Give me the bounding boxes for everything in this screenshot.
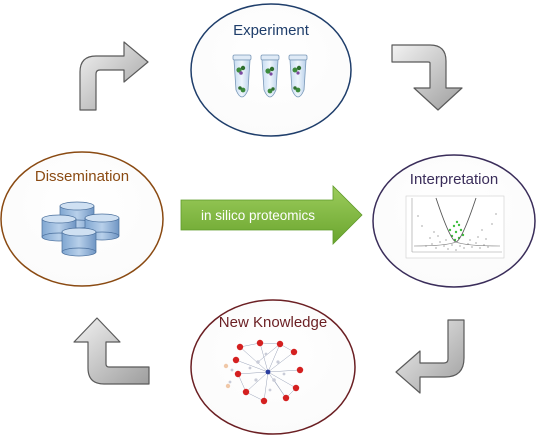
experiment-node: Experiment bbox=[190, 3, 352, 137]
arrow-interpretation-to-new-knowledge bbox=[395, 319, 465, 394]
interpretation-node: Interpretation bbox=[372, 154, 536, 288]
volcano-plot-icon bbox=[405, 195, 505, 259]
interpretation-label: Interpretation bbox=[410, 171, 498, 188]
new-knowledge-label: New Knowledge bbox=[219, 314, 327, 331]
dissemination-node: Dissemination bbox=[0, 151, 164, 287]
database-icon bbox=[41, 201, 120, 257]
in-silico-proteomics-label: in silico proteomics bbox=[201, 208, 315, 223]
experiment-label: Experiment bbox=[233, 22, 310, 39]
network-graph-icon bbox=[223, 339, 304, 405]
arrow-experiment-to-interpretation bbox=[391, 44, 463, 111]
in-silico-proteomics-arrow: in silico proteomics bbox=[180, 185, 363, 245]
new-knowledge-node: New Knowledge bbox=[190, 299, 356, 435]
arrow-new-knowledge-to-dissemination bbox=[73, 317, 150, 385]
arrow-dissemination-to-experiment bbox=[79, 41, 149, 111]
dissemination-label: Dissemination bbox=[35, 168, 129, 185]
test-tubes-icon bbox=[232, 54, 308, 98]
